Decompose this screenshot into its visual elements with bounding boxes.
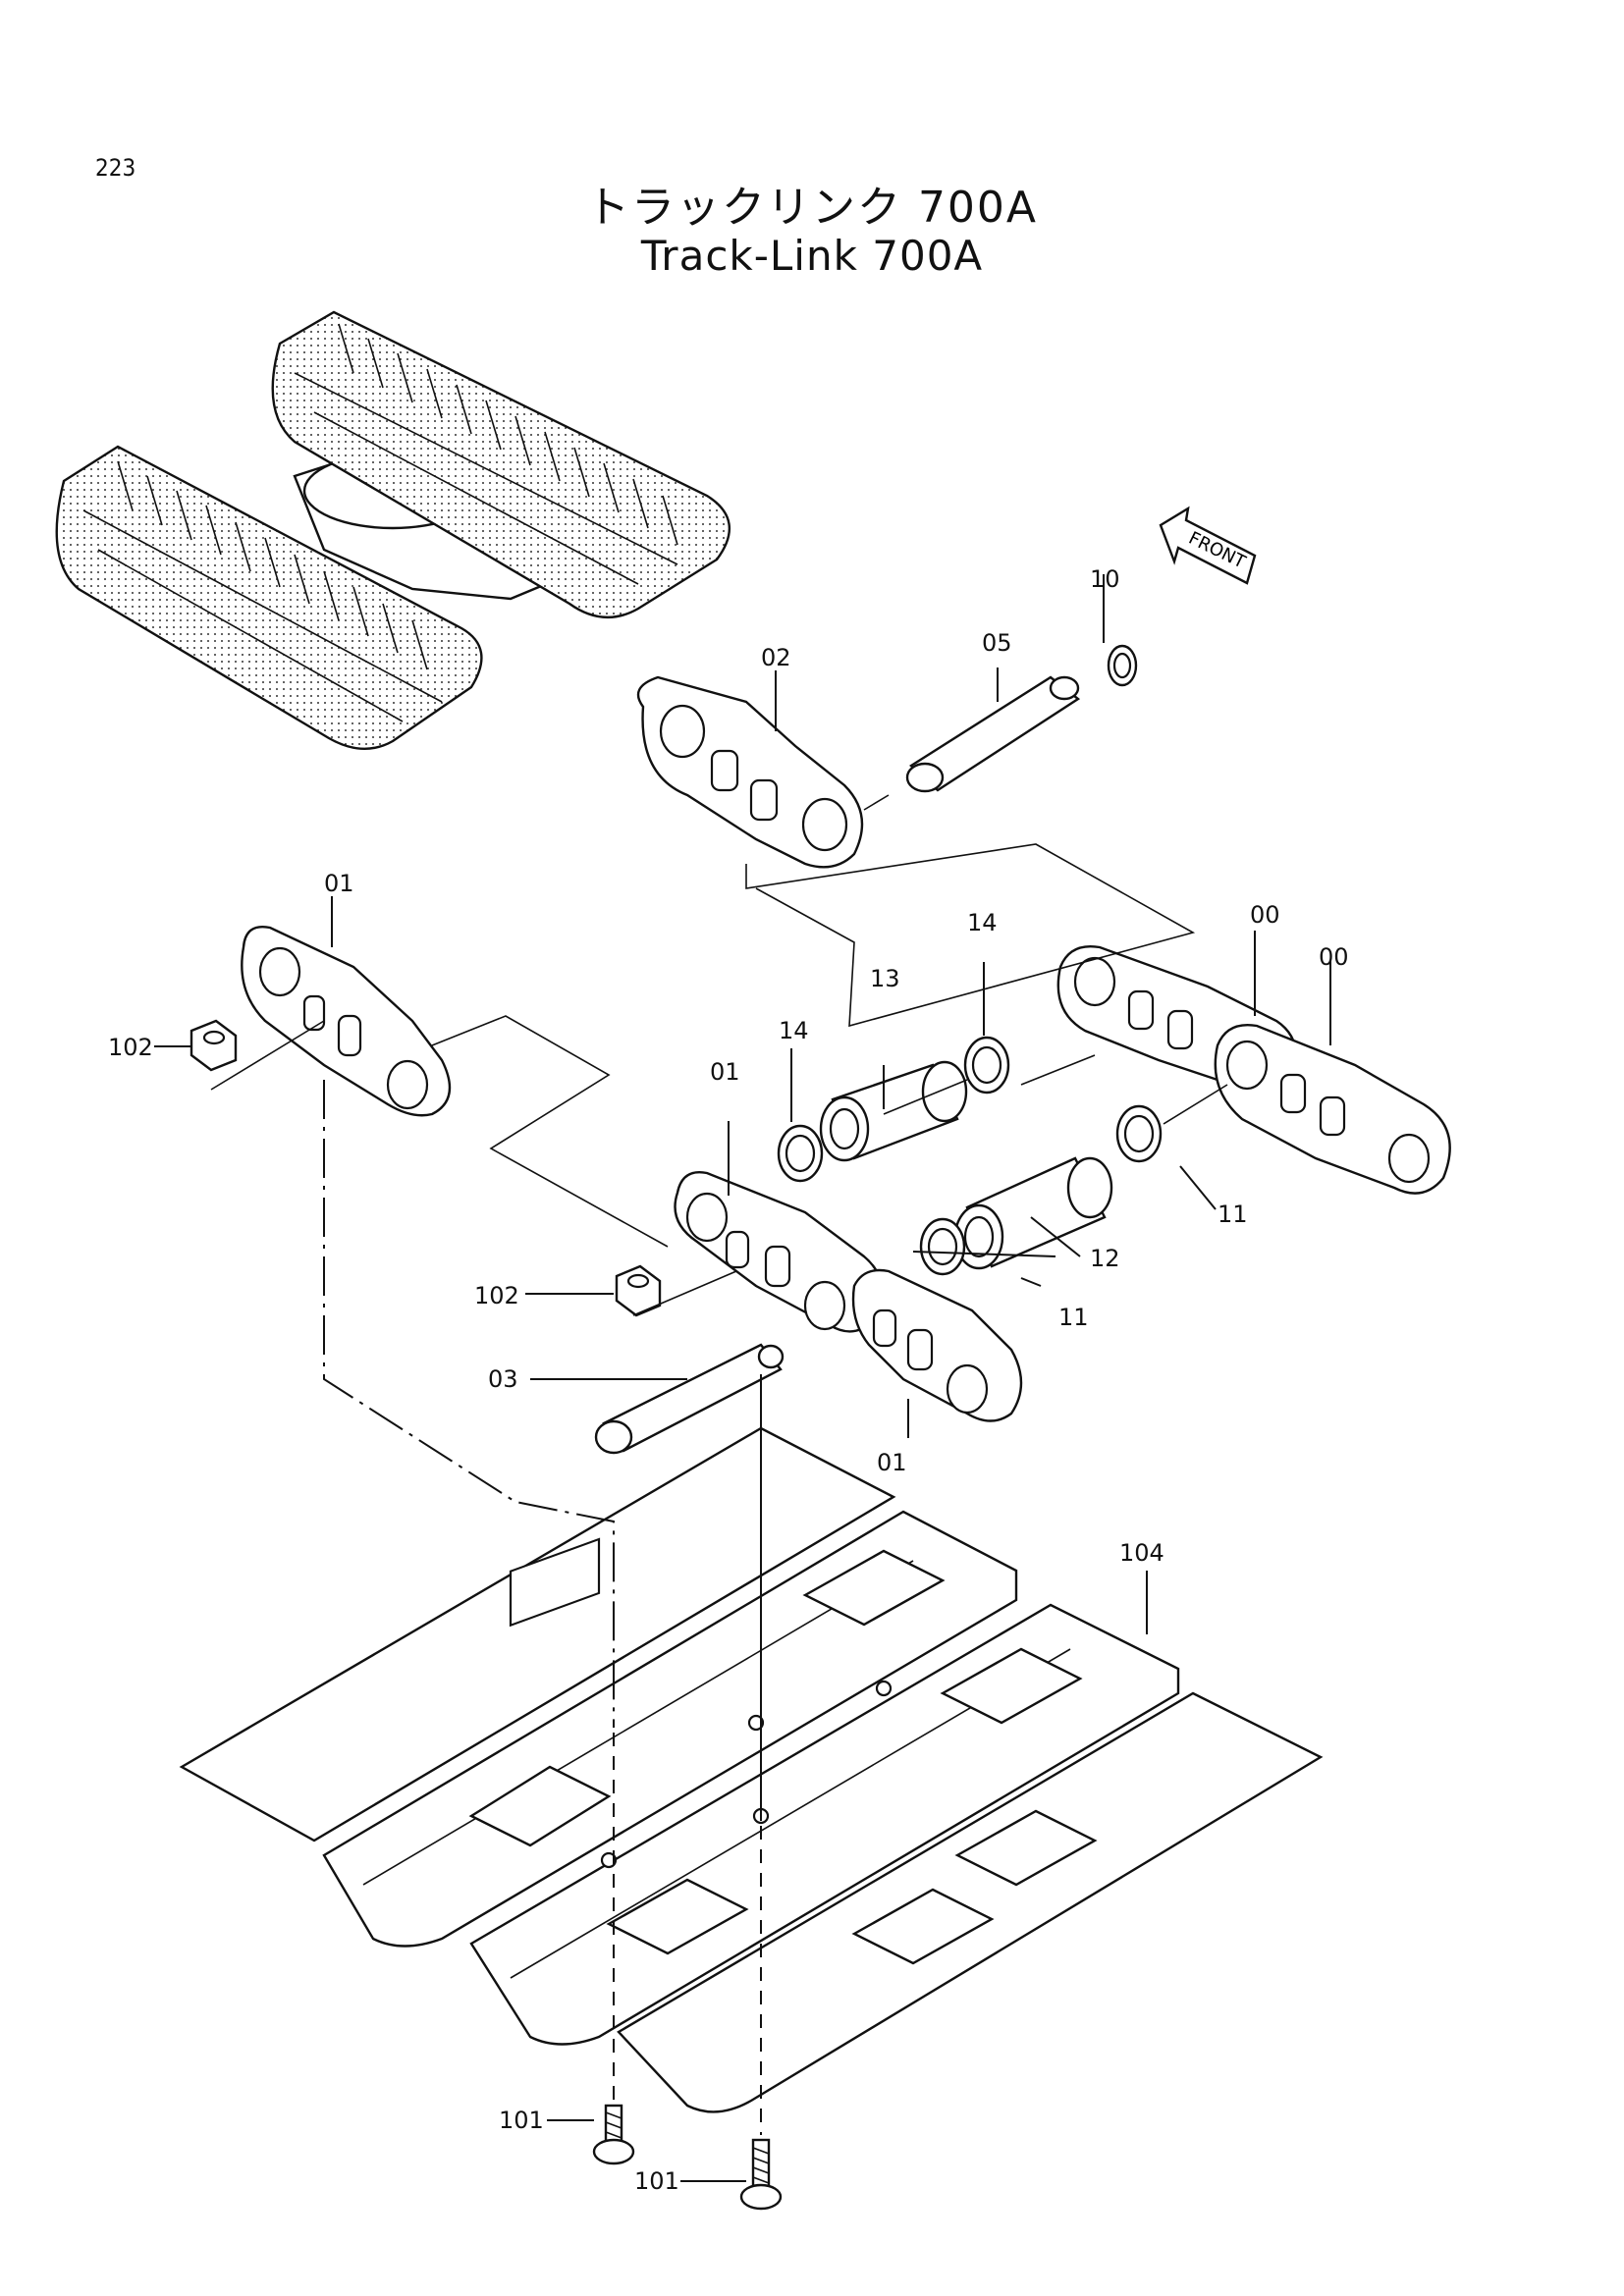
callout-01: 01 <box>877 1449 907 1476</box>
callout-104: 104 <box>1119 1539 1164 1567</box>
part-14-seal-lower <box>777 1124 824 1183</box>
part-00-link-front <box>1214 1024 1451 1195</box>
callout-00: 00 <box>1319 943 1349 971</box>
part-11-ring-right <box>1115 1104 1163 1163</box>
callout-10: 10 <box>1090 565 1120 593</box>
callout-01: 01 <box>324 870 354 897</box>
part-03-pin <box>594 1343 785 1455</box>
part-05-pin <box>905 675 1081 793</box>
part-13-bushing <box>819 1060 968 1162</box>
part-02-link <box>636 675 864 869</box>
callout-11: 11 <box>1058 1304 1089 1331</box>
undercarriage-overview <box>55 310 731 751</box>
callout-12: 12 <box>1090 1245 1120 1272</box>
callout-101: 101 <box>499 2107 544 2134</box>
part-01-link-lower <box>851 1268 1023 1422</box>
callout-01: 01 <box>710 1058 740 1086</box>
track-shoe-ridges <box>117 323 678 670</box>
part-11-ring-left <box>919 1217 966 1276</box>
part-104-track-shoes <box>179 1426 1324 2113</box>
callout-05: 05 <box>982 629 1012 657</box>
leader-lines <box>154 574 1331 2182</box>
part-01-link-middle <box>674 1171 884 1333</box>
part-12-bushing <box>953 1156 1113 1270</box>
part-101-bolt-lower <box>739 2138 783 2211</box>
part-102-nut-upper <box>189 1019 238 1072</box>
part-101-bolt-upper <box>592 2104 635 2165</box>
callout-03: 03 <box>488 1365 518 1393</box>
callout-02: 02 <box>761 644 791 671</box>
callout-101: 101 <box>634 2167 679 2195</box>
callout-11: 11 <box>1218 1201 1248 1228</box>
front-direction-arrow: FRONT <box>1159 506 1257 585</box>
part-10-snap-ring <box>1107 644 1138 687</box>
part-01-link-upper <box>241 926 452 1117</box>
title-japanese: トラックリンク 700A <box>585 183 1039 233</box>
callout-14: 14 <box>967 909 998 936</box>
callout-14: 14 <box>779 1017 809 1044</box>
page-number: 223 <box>95 154 136 182</box>
assembly-guide-lines <box>210 794 1228 2135</box>
callout-00: 00 <box>1250 901 1280 929</box>
callout-102: 102 <box>108 1034 153 1061</box>
title-english: Track-Link 700A <box>640 232 984 280</box>
part-102-nut-lower <box>615 1264 662 1317</box>
part-14-seal-upper <box>963 1036 1010 1095</box>
callout-102: 102 <box>474 1282 519 1309</box>
callout-13: 13 <box>870 965 900 992</box>
